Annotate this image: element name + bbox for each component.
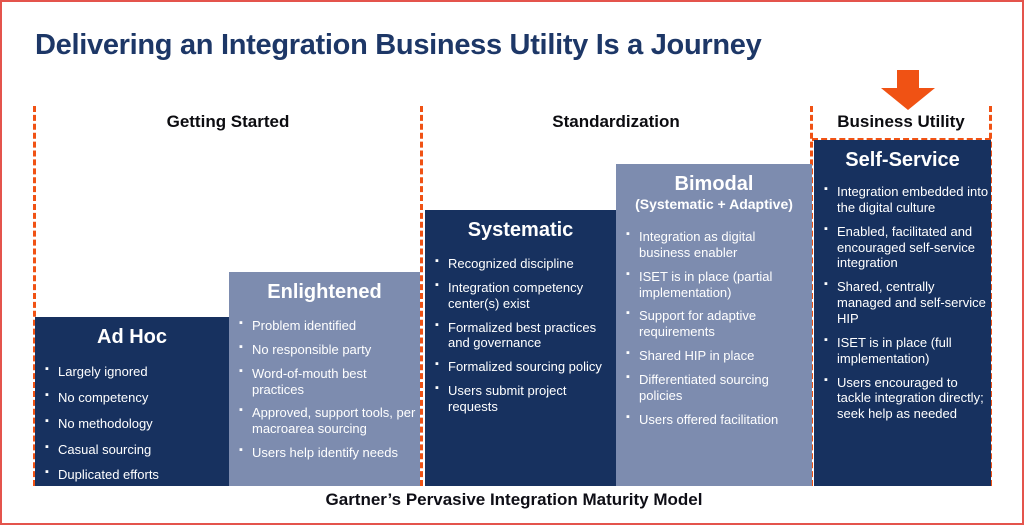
stage-ad-hoc: Ad Hoc Largely ignored No competency No …	[35, 317, 229, 486]
bullet-item: Integration as digital business enabler	[626, 228, 808, 261]
bullet-item: Largely ignored	[45, 363, 225, 380]
journey-down-arrow-icon	[881, 70, 935, 110]
stage-systematic: Systematic Recognized discipline Integra…	[425, 210, 616, 486]
stage-enlightened: Enlightened Problem identified No respon…	[229, 272, 420, 486]
stage-title: Ad Hoc	[97, 326, 167, 348]
stage-bullet-list: Integration as digital business enabler …	[616, 228, 812, 428]
bullet-item: Formalized sourcing policy	[435, 358, 612, 375]
stage-title: Bimodal	[674, 173, 754, 195]
stage-title: Enlightened	[267, 281, 382, 303]
stage-bullet-list: Problem identified No responsible party …	[229, 317, 420, 461]
bullet-item: Integration embedded into the digital cu…	[824, 183, 990, 216]
page-title: Delivering an Integration Business Utili…	[35, 29, 762, 61]
bullet-item: Enabled, facilitated and encouraged self…	[824, 223, 990, 272]
bullet-item: Recognized discipline	[435, 255, 612, 272]
bullet-item: Word-of-mouth best practices	[239, 365, 416, 398]
phase-label-getting-started: Getting Started	[166, 112, 290, 131]
bullet-item: Users offered facilitation	[626, 411, 808, 428]
bullet-item: ISET is in place (full implementation)	[824, 334, 990, 367]
stage-bullet-list: Largely ignored No competency No methodo…	[35, 363, 229, 483]
bullet-item: Support for adaptive requirements	[626, 307, 808, 340]
phase-label-standardization: Standardization	[552, 112, 680, 131]
stage-self-service: Self-Service Integration embedded into t…	[814, 140, 991, 486]
bullet-item: Users encouraged to tackle integration d…	[824, 374, 990, 423]
stage-bimodal: Bimodal (Systematic + Adaptive) Integrat…	[616, 164, 812, 486]
bullet-item: ISET is in place (partial implementation…	[626, 268, 808, 301]
bullet-item: Formalized best practices and governance	[435, 319, 612, 352]
bullet-item: Shared HIP in place	[626, 347, 808, 364]
phase-label-business-utility: Business Utility	[837, 112, 965, 131]
phase-divider-standardization	[420, 106, 423, 486]
bullet-item: No competency	[45, 389, 225, 406]
business-utility-top-divider	[812, 138, 991, 141]
bullet-item: Integration competency center(s) exist	[435, 279, 612, 312]
bullet-item: Approved, support tools, per macroarea s…	[239, 404, 416, 437]
bullet-item: No responsible party	[239, 341, 416, 358]
model-caption: Gartner’s Pervasive Integration Maturity…	[325, 490, 703, 509]
stage-bullet-list: Integration embedded into the digital cu…	[814, 183, 991, 423]
phase-divider-left	[33, 106, 36, 486]
bullet-item: Users help identify needs	[239, 444, 416, 461]
bullet-item: Users submit project requests	[435, 382, 612, 415]
stage-subtitle: (Systematic + Adaptive)	[635, 196, 793, 212]
bullet-item: Duplicated efforts	[45, 466, 225, 483]
bullet-item: Casual sourcing	[45, 441, 225, 458]
bullet-item: No methodology	[45, 415, 225, 432]
bullet-item: Problem identified	[239, 317, 416, 334]
stage-title: Self-Service	[845, 149, 960, 171]
stage-bullet-list: Recognized discipline Integration compet…	[425, 255, 616, 415]
bullet-item: Shared, centrally managed and self-servi…	[824, 278, 990, 327]
stage-title: Systematic	[467, 219, 574, 241]
bullet-item: Differentiated sourcing policies	[626, 371, 808, 404]
